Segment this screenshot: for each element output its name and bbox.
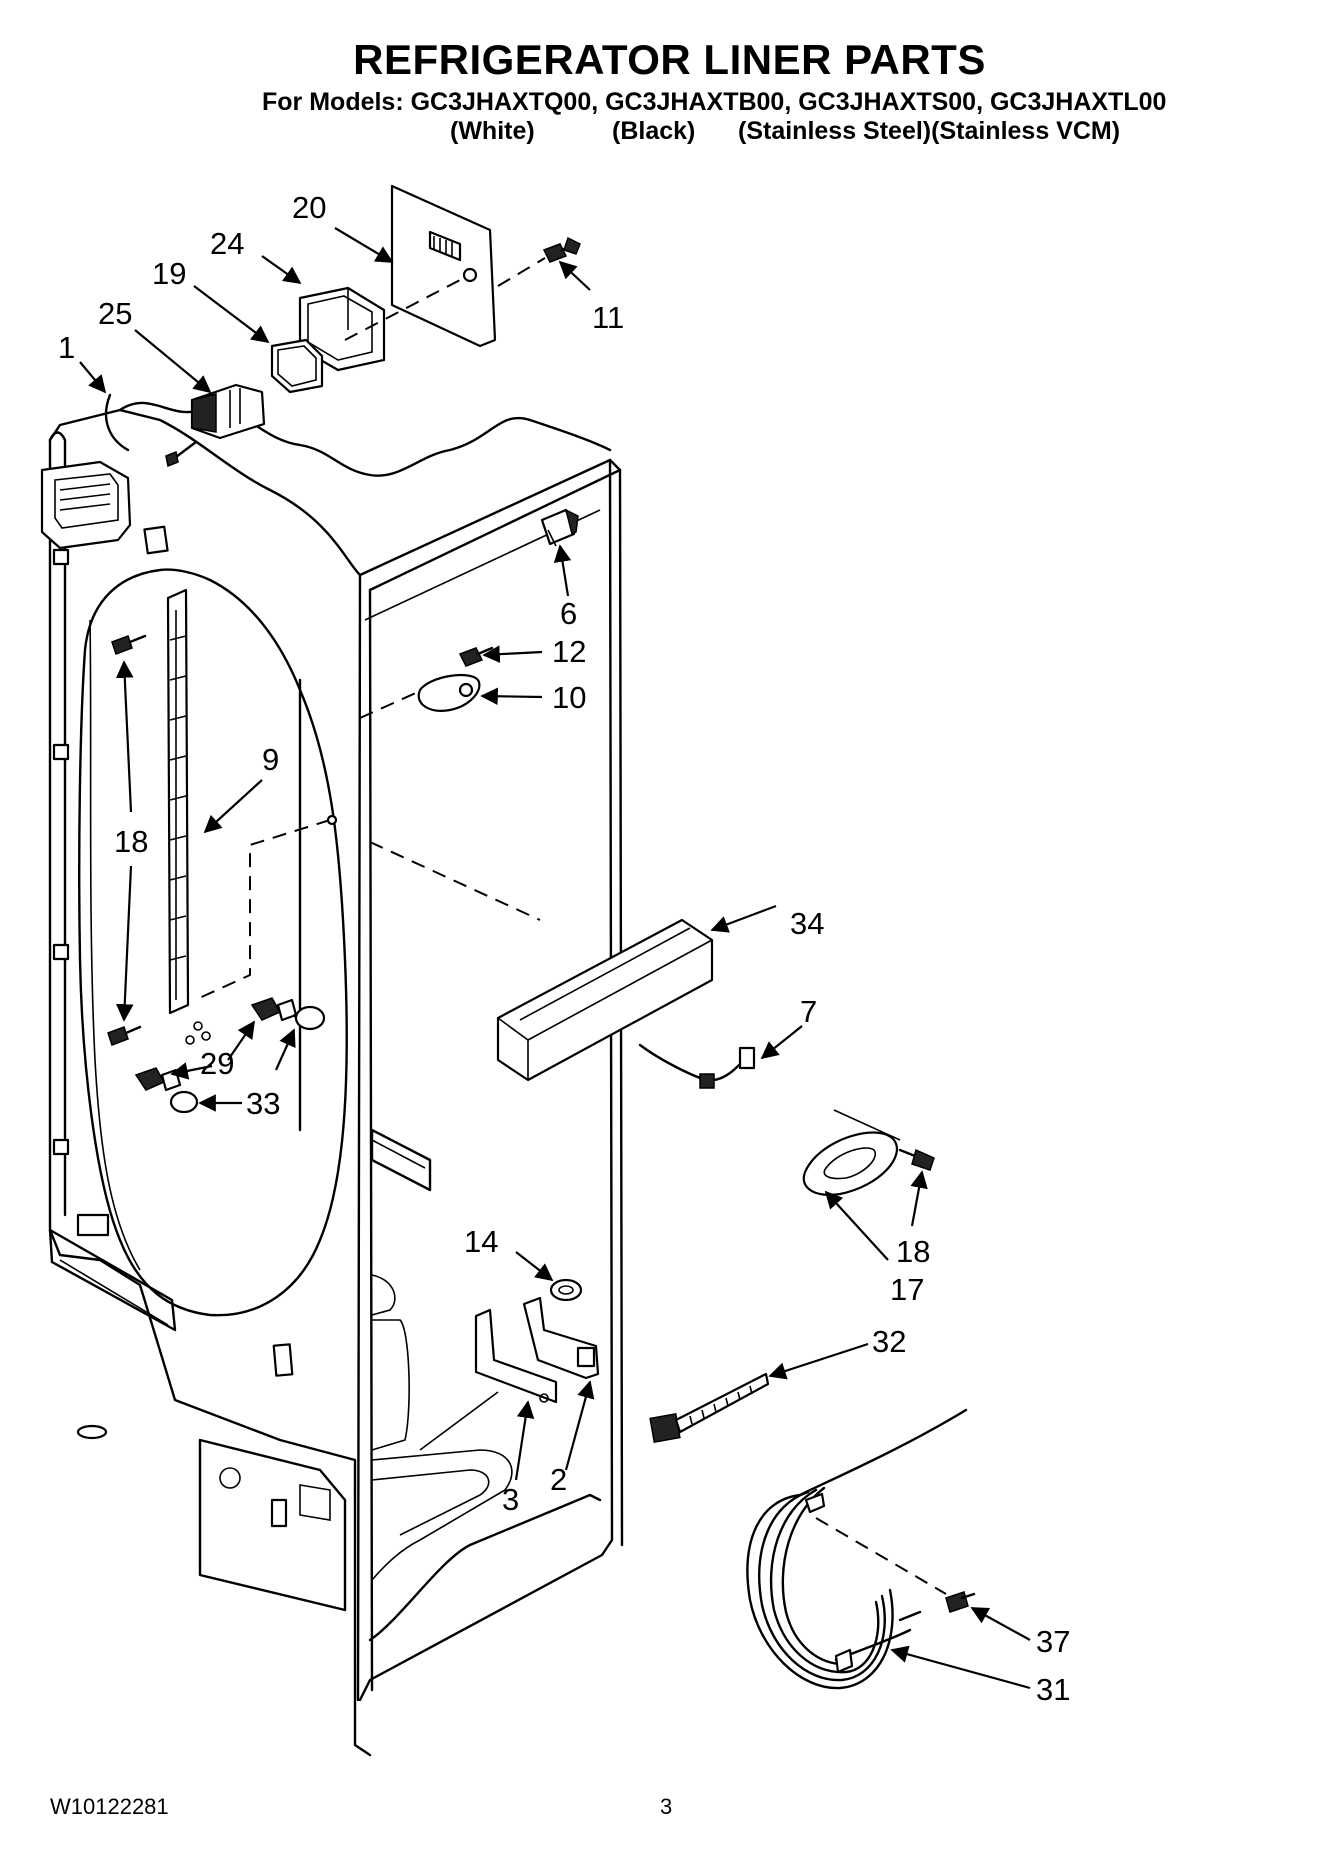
tie-32 (649, 1372, 770, 1443)
harness-7 (638, 1043, 756, 1089)
bulb-33-upper (293, 1005, 326, 1031)
variant-black: (Black) (612, 117, 696, 145)
control-cover-20 (390, 184, 497, 348)
screw-18-right (898, 1148, 935, 1171)
callout-19: 19 (152, 256, 186, 291)
rail-slots (169, 635, 187, 961)
page-title: REFRIGERATOR LINER PARTS (353, 36, 986, 83)
screw-37 (945, 1591, 976, 1613)
sensor-17 (802, 1131, 899, 1196)
callout-6: 6 (560, 596, 577, 631)
tubing-31 (746, 1408, 968, 1690)
bracket-3 (474, 1308, 558, 1404)
callout-numbers: 20 24 19 25 1 11 6 12 10 9 18 29 33 34 7… (58, 190, 1070, 1707)
bulb-33-lower (169, 1090, 199, 1114)
leader-lines (79, 227, 1031, 1690)
callout-24: 24 (210, 226, 244, 261)
callout-18-right: 18 (896, 1234, 930, 1269)
liner-cabinet (48, 401, 624, 1757)
clip-6 (540, 508, 579, 547)
callout-33: 33 (246, 1086, 280, 1121)
control-25 (165, 383, 266, 468)
socket-29-upper (250, 997, 298, 1022)
doc-number: W10122281 (50, 1794, 169, 1819)
grommet-14 (549, 1278, 583, 1302)
callout-18-left: 18 (114, 824, 148, 859)
callout-10: 10 (552, 680, 586, 715)
screw-11 (542, 236, 581, 263)
socket-29-lower (134, 1067, 182, 1092)
base-details (48, 1213, 347, 1612)
page-number: 3 (660, 1794, 673, 1819)
callout-14: 14 (464, 1224, 498, 1259)
bracket-2 (522, 1296, 600, 1380)
callout-25: 25 (98, 296, 132, 331)
light-shield-34 (496, 918, 714, 1082)
models-line: For Models: GC3JHAXTQ00, GC3JHAXTB00, GC… (262, 88, 1167, 116)
callout-29: 29 (200, 1046, 234, 1081)
screw-12 (458, 646, 494, 667)
callout-34: 34 (790, 906, 824, 941)
liner-corner-1 (104, 393, 130, 452)
callout-3: 3 (502, 1482, 519, 1517)
callout-37: 37 (1036, 1624, 1070, 1659)
callout-32: 32 (872, 1324, 906, 1359)
callout-12: 12 (552, 634, 586, 669)
side-wall (40, 431, 348, 1317)
callout-9: 9 (262, 742, 279, 777)
screw-18-lower (107, 1025, 142, 1046)
callout-2: 2 (550, 1462, 567, 1497)
screw-18-upper (111, 634, 147, 655)
bracket-10 (417, 673, 481, 712)
callout-31: 31 (1036, 1672, 1070, 1707)
callout-20: 20 (292, 190, 326, 225)
callout-17: 17 (890, 1272, 924, 1307)
callout-1: 1 (58, 330, 75, 365)
variant-stainless: (Stainless Steel)(Stainless VCM) (738, 117, 1121, 145)
gasket-19 (270, 338, 324, 394)
callout-11: 11 (592, 300, 624, 335)
callout-7: 7 (800, 994, 817, 1029)
variant-white: (White) (450, 117, 535, 145)
